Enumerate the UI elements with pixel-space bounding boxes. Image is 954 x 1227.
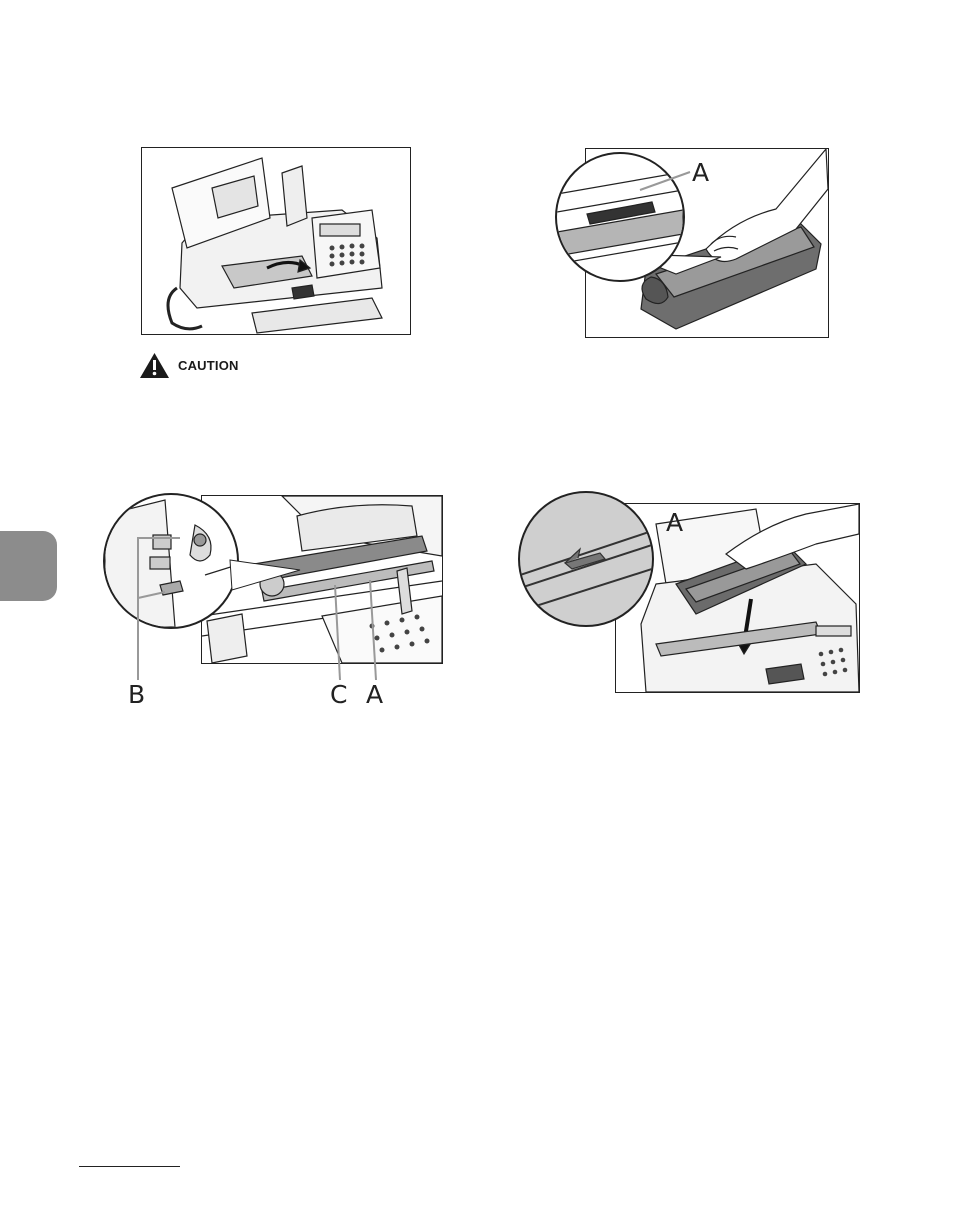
callout-label-c: C [330,682,347,707]
illustration-insert-cartridge [615,503,860,693]
callout-label-a: A [366,682,383,707]
detail-loupe-guide-arrow [518,491,654,627]
callout-label-a: A [666,510,683,535]
callout-label-b: B [128,682,145,707]
chapter-tab [0,531,57,601]
footer-rule [79,1166,180,1167]
